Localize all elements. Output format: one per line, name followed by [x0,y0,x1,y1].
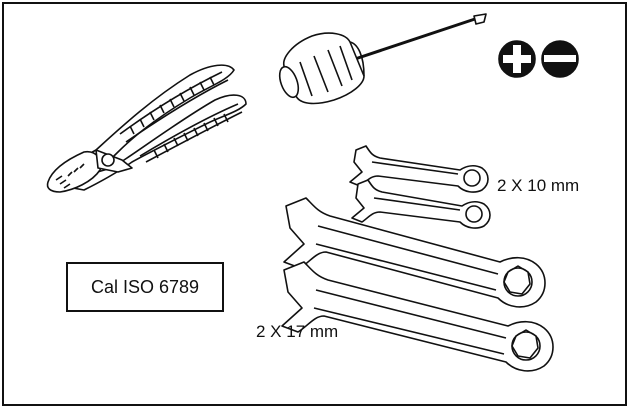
screwdriver-icon [278,13,487,105]
phillips-head-icon [498,40,536,78]
wrench-icon [351,179,491,229]
small-wrench-size-label: 2 X 10 mm [497,176,580,195]
calibration-standard-box: Cal ISO 6789 [66,262,224,312]
wrench-icon [349,145,489,193]
pliers-icon [46,64,247,193]
flat-head-icon [541,40,579,78]
wrench-icon [281,261,554,372]
wrench-icon [283,197,546,308]
calibration-standard-label: Cal ISO 6789 [90,276,200,297]
large-wrench-size-label: 2 X 17 mm [256,322,339,341]
